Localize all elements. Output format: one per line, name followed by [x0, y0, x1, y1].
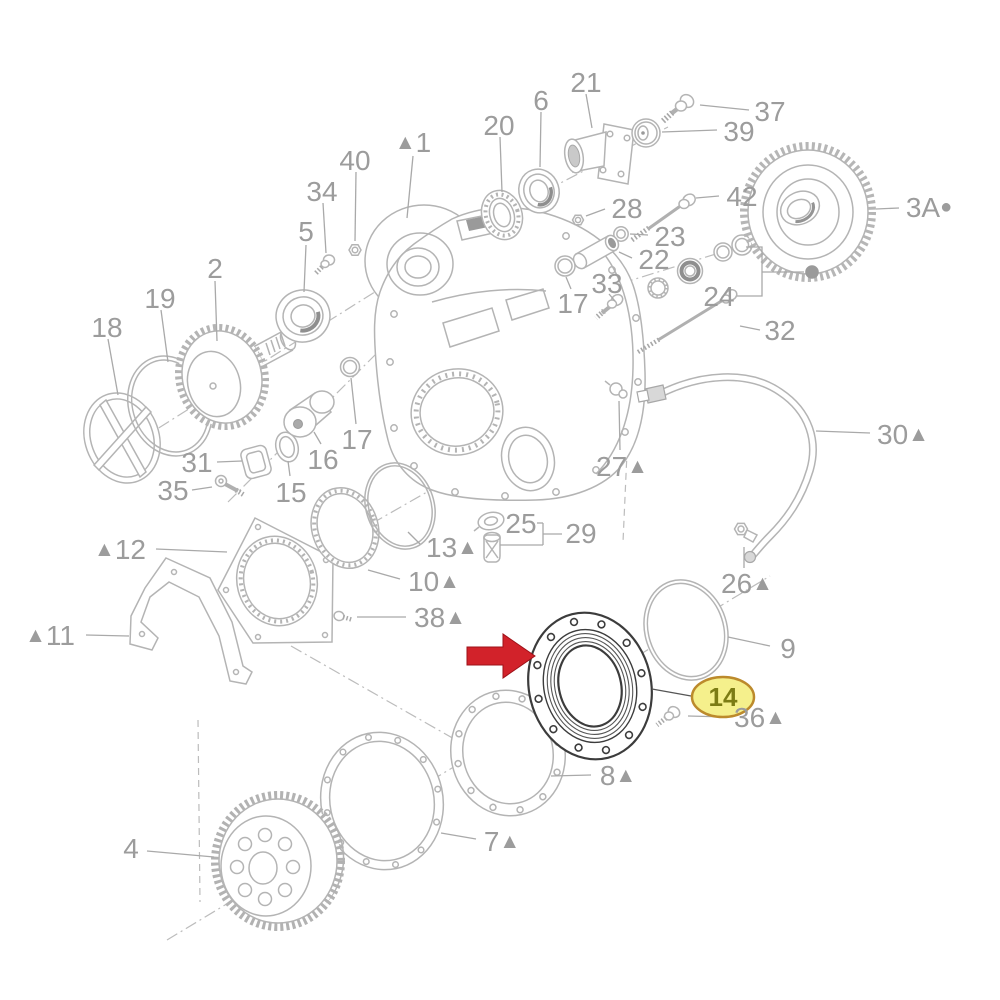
part-39-roller: [631, 118, 661, 148]
callout-17: 17: [557, 288, 588, 319]
callout-22: 22: [638, 244, 669, 275]
callout-36: 36▲: [734, 702, 786, 733]
callout-32: 32: [764, 315, 795, 346]
callout-23: 23: [654, 221, 685, 252]
callout-8: 8▲: [600, 760, 636, 791]
callout-20: 20: [483, 110, 514, 141]
part-13-oring: [364, 462, 436, 550]
callout-26: 26▲: [721, 568, 773, 599]
part-32-bolt: [636, 288, 738, 354]
callout-21: 21: [570, 67, 601, 98]
callout-1: ▲1: [395, 127, 431, 158]
callout-33: 33: [591, 268, 622, 299]
callout-29: 29: [565, 518, 596, 549]
callout-39: 39: [723, 116, 754, 147]
part-15-gasket: [274, 431, 300, 463]
part-6-bearing: [518, 168, 560, 214]
callout-5: 5: [298, 216, 314, 247]
part-5-bearing: [275, 289, 331, 343]
callout-25: 25: [505, 508, 536, 539]
part-24-ring-set: [647, 234, 753, 299]
part-11-bracket: [129, 557, 253, 685]
callout-19: 19: [144, 283, 175, 314]
part-20-seal: [480, 189, 524, 241]
part-42-bolt: [630, 193, 696, 243]
part-33-bolt: [594, 293, 624, 321]
callout-40: 40: [339, 145, 370, 176]
part-27-bolt: [604, 380, 628, 399]
callout-31: 31: [181, 447, 212, 478]
callout-30: 30▲: [877, 419, 929, 450]
callout-6: 6: [533, 85, 549, 116]
callout-16: 16: [307, 444, 338, 475]
callout-24: 24: [703, 281, 734, 312]
part-1-housing: [364, 204, 646, 502]
callout-18: 18: [91, 312, 122, 343]
part-3a-gear: [740, 142, 876, 282]
part-25-cap: [473, 511, 505, 532]
part-9-oring: [643, 579, 729, 681]
callout-34: 34: [306, 176, 337, 207]
part-34-bolt: [313, 254, 336, 276]
callout-37: 37: [754, 96, 785, 127]
callout-12: ▲12: [94, 534, 146, 565]
callout-38: 38▲: [414, 602, 466, 633]
part-40-nut: [348, 244, 362, 256]
callout-2: 2: [207, 253, 223, 284]
callout-15: 15: [275, 477, 306, 508]
included-dot: [805, 265, 819, 279]
part-26-banjo-bolt: [733, 522, 759, 544]
callout-7: 7▲: [484, 826, 520, 857]
callout-42: 42: [726, 181, 757, 212]
part-35-bolt: [214, 474, 246, 498]
part-31-plate: [240, 444, 272, 480]
part-7-gasket: [319, 731, 445, 871]
part-37-bolt: [660, 93, 695, 124]
callout-27: 27▲: [596, 451, 648, 482]
callout-3A: 3A●: [906, 192, 952, 223]
callout-10: 10▲: [408, 566, 460, 597]
part-28-nut: [571, 214, 585, 226]
part-16-plug: [283, 390, 335, 438]
highlight-badge: [690, 675, 756, 719]
callout-14-highlighted: 14: [709, 682, 738, 712]
highlight-arrow-icon: [466, 633, 536, 679]
part-17-oring-left: [339, 356, 361, 378]
callout-13: 13▲: [426, 532, 478, 563]
part-21-sleeve-flange: [563, 123, 635, 185]
part-23-washer: [613, 226, 629, 242]
callout-4: 4: [123, 833, 139, 864]
callout-35: 35: [157, 475, 188, 506]
part-4-crankshaft-gear: [211, 791, 345, 931]
part-12-seal-plate: [217, 516, 334, 644]
part-2-idler-gear-shaft: [174, 323, 297, 431]
part-30-hose: [636, 373, 817, 564]
part-36-bolt: [655, 705, 681, 727]
callout-17: 17: [341, 424, 372, 455]
part-22-piston: [572, 234, 620, 270]
part-10-seal-ring: [310, 486, 380, 570]
part-14-seal-flange-highlighted: [527, 611, 653, 761]
leader-lines: [85, 93, 900, 858]
part-17-oring-right: [554, 255, 576, 277]
part-38-bolt: [333, 610, 354, 623]
callout-28: 28: [611, 193, 642, 224]
part-29-valve: [483, 531, 501, 563]
callout-11: ▲11: [25, 620, 75, 651]
callout-9: 9: [780, 633, 796, 664]
